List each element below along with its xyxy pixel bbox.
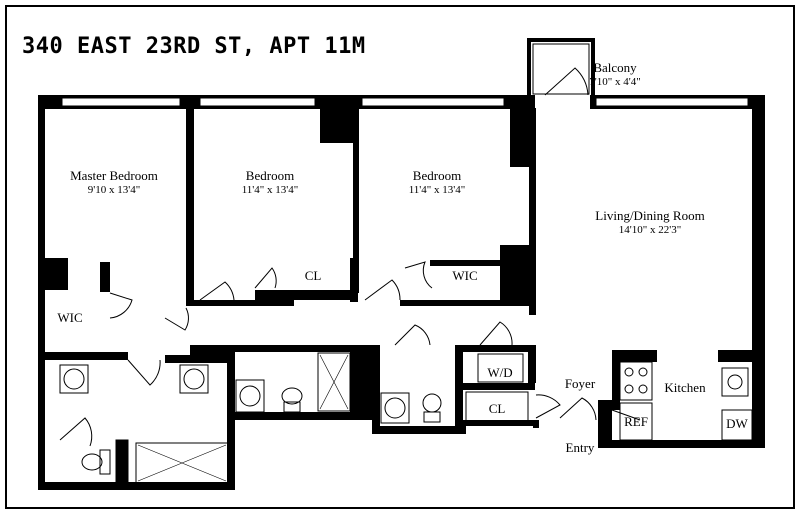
- room-name: Master Bedroom: [70, 168, 158, 183]
- label-wic-master: WIC: [57, 310, 83, 325]
- room-dims: 14'10" x 22'3": [618, 224, 682, 236]
- room-dims: 11'4" x 13'4": [408, 184, 466, 196]
- label-entry: Entry: [565, 440, 595, 455]
- label-dishwasher: DW: [726, 416, 748, 431]
- label-foyer: Foyer: [564, 376, 596, 391]
- label-refrigerator: REF: [624, 414, 648, 429]
- label-kitchen: Kitchen: [664, 380, 706, 395]
- label-wic-bedroom: WIC: [452, 268, 478, 283]
- room-label-bedroom-3: Bedroom 11'4" x 13'4": [392, 168, 482, 198]
- door-swings: [59, 67, 641, 447]
- label-washer-dryer: W/D: [487, 365, 513, 380]
- room-label-master-bedroom: Master Bedroom 9'10 x 13'4": [64, 168, 164, 198]
- kitchen-fixtures: [619, 361, 753, 441]
- room-label-balcony: Balcony 7'10" x 4'4": [580, 60, 650, 90]
- label-closet-hall: CL: [488, 401, 506, 416]
- room-name: Balcony: [593, 60, 637, 75]
- room-label-living-dining: Living/Dining Room 14'10" x 22'3": [585, 208, 715, 238]
- bath-2-fixtures: [235, 352, 351, 413]
- room-name: Living/Dining Room: [595, 208, 705, 223]
- page-title: 340 EAST 23RD ST, APT 11M: [22, 34, 366, 59]
- closet-boxes: [465, 353, 529, 425]
- label-closet-bedroom: CL: [304, 268, 322, 283]
- windows: [61, 43, 749, 107]
- room-dims: 9'10 x 13'4": [87, 184, 141, 196]
- room-name: Bedroom: [412, 168, 462, 183]
- room-label-bedroom-2: Bedroom 11'4" x 13'4": [225, 168, 315, 198]
- page-border: [5, 5, 795, 509]
- master-bath-fixtures: [59, 364, 229, 486]
- room-dims: 7'10" x 4'4": [589, 76, 641, 88]
- room-name: Bedroom: [245, 168, 295, 183]
- room-dims: 11'4" x 13'4": [241, 184, 299, 196]
- bath-3-fixtures: [380, 392, 442, 424]
